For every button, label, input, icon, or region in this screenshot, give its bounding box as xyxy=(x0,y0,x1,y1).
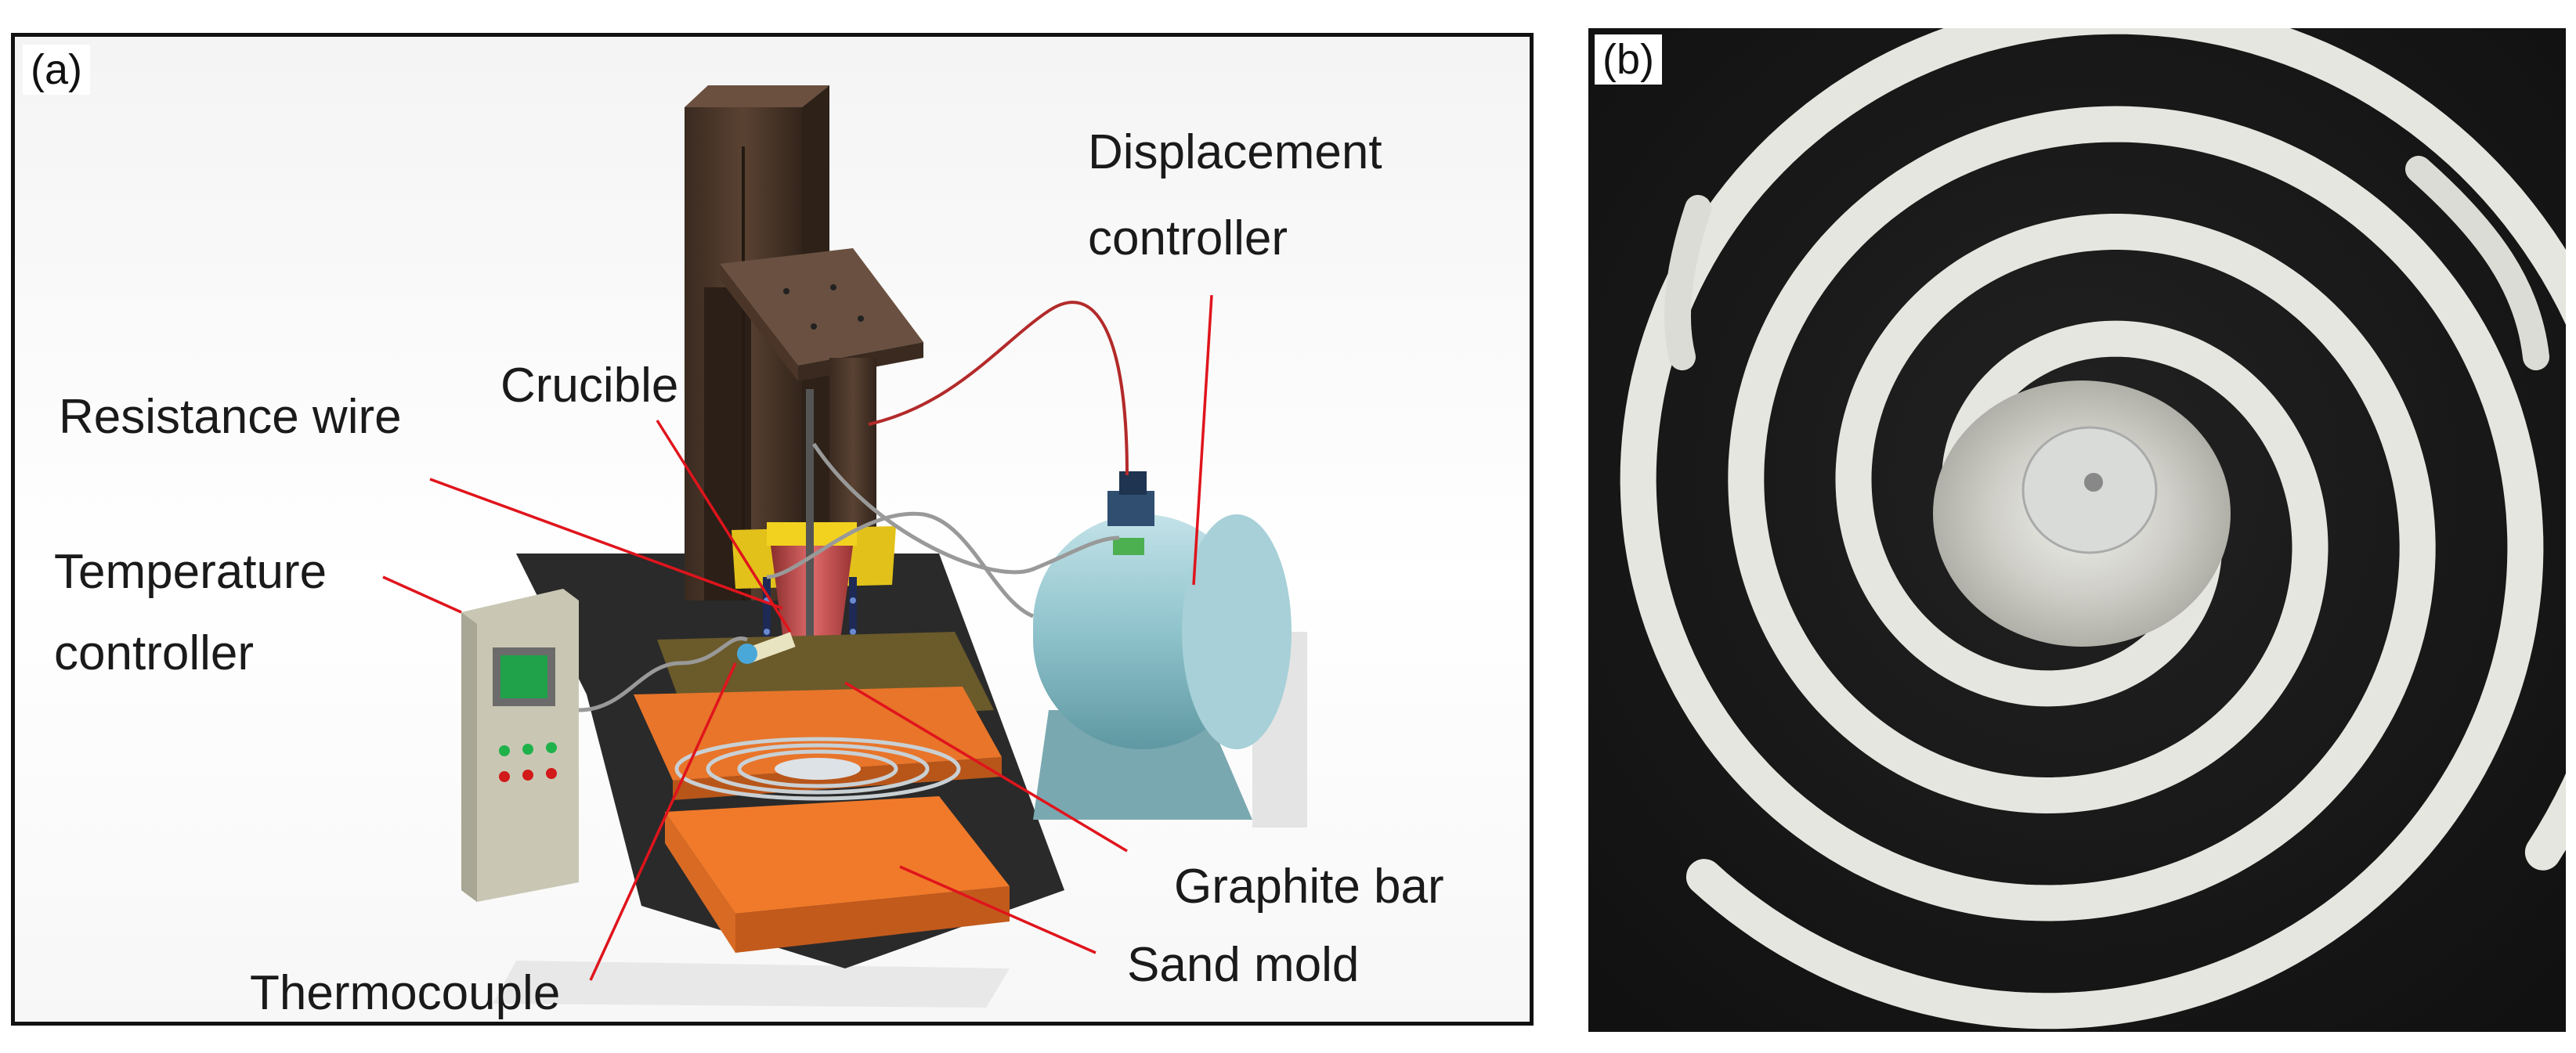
outer-fragment-right xyxy=(2405,156,2549,370)
top-arm xyxy=(720,248,923,530)
label-crucible: Crucible xyxy=(500,359,679,413)
spiral-casting-strip-2 xyxy=(1685,106,2544,1030)
leader-displacement-controller xyxy=(1192,294,1213,586)
label-displacement-controller-line1: Displacement xyxy=(1088,125,1382,179)
panel-b-tag: (b) xyxy=(1595,34,1662,85)
spiral-casting-illustration xyxy=(1588,28,2566,1032)
displacement-controller-tank xyxy=(1033,471,1292,820)
sprue-center-mark xyxy=(2084,473,2103,492)
label-temperature-controller-line1: Temperature xyxy=(54,545,327,599)
spiral-casting-strip xyxy=(1620,28,2566,921)
leader-thermocouple xyxy=(589,662,737,981)
panel-b-spiral-casting-photo: (b) xyxy=(1588,28,2566,1032)
leader-lines xyxy=(382,294,1213,981)
temperature-controller-box xyxy=(461,589,579,902)
leader-graphite-bar xyxy=(844,681,1128,853)
label-temperature-controller-line2: controller xyxy=(54,626,254,680)
leader-sand-mold xyxy=(899,865,1097,954)
outer-fragment-left xyxy=(1664,195,1711,370)
label-sand-mold: Sand mold xyxy=(1127,938,1360,992)
floor-shadow xyxy=(493,961,1010,1008)
leader-crucible xyxy=(656,420,792,633)
sand-mold xyxy=(634,687,1010,953)
panel-a-apparatus-diagram: (a) Displacement controller Crucible Res… xyxy=(11,33,1534,1026)
leader-resistance-wire xyxy=(429,478,783,610)
crucible-assembly xyxy=(732,389,896,687)
label-resistance-wire: Resistance wire xyxy=(59,390,402,444)
panel-a-tag: (a) xyxy=(23,45,90,95)
label-displacement-controller-line2: controller xyxy=(1088,211,1288,265)
label-thermocouple: Thermocouple xyxy=(250,966,561,1020)
label-graphite-bar: Graphite bar xyxy=(1174,860,1444,914)
leader-temperature-controller xyxy=(382,575,462,614)
cables xyxy=(578,301,1129,712)
apparatus-illustration xyxy=(382,85,1307,1008)
thermocouple-probe xyxy=(737,632,796,664)
